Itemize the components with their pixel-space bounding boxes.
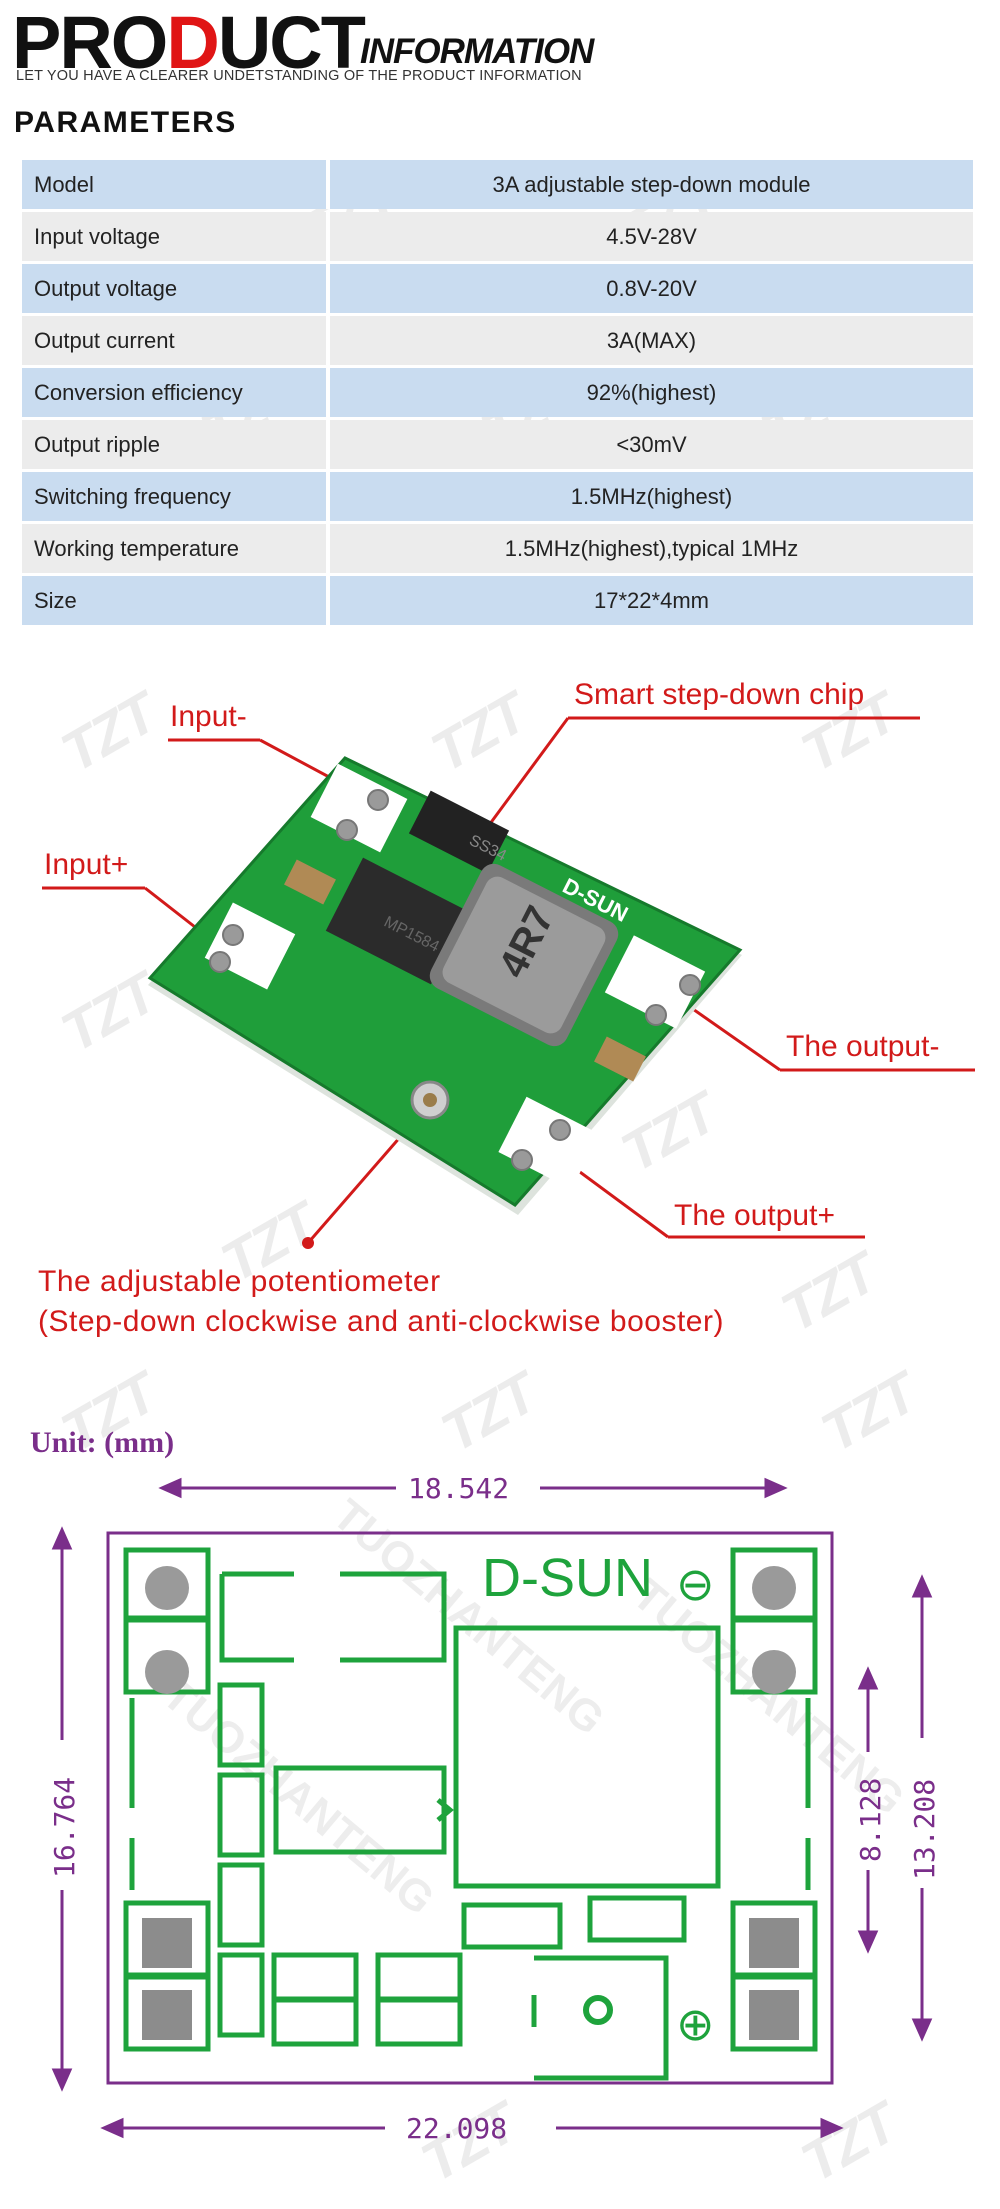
param-value: 4.5V-28V [326, 212, 973, 261]
brand-title-part: UCT [217, 1, 366, 84]
dimension-values: 18.542 22.098 16.764 8.128 13.208 [48, 1472, 941, 2145]
watermark-text: TZT [810, 1361, 926, 1464]
pot-pad [583, 1995, 613, 2025]
callout-input-minus: Input- [170, 700, 247, 733]
tagline: LET YOU HAVE A CLEARER UNDETSTANDING OF … [16, 68, 582, 84]
board-silkscreen [123, 1547, 818, 2081]
param-name: Conversion efficiency [22, 368, 326, 417]
potentiometer-title: The adjustable potentiometer [38, 1265, 441, 1298]
drawing-board-label: D-SUN [482, 1548, 653, 1608]
param-name: Size [22, 576, 326, 625]
product-header: PRODUCT INFORMATION LET YOU HAVE A CLEAR… [10, 4, 1000, 90]
watermark-text: TZT [410, 2091, 526, 2194]
param-value: <30mV [326, 420, 973, 469]
minus-symbol: ⊖ [676, 1557, 715, 1611]
dim-height-right-outer: 13.208 [908, 1779, 941, 1880]
param-value: 0.8V-20V [326, 264, 973, 313]
param-name: Switching frequency [22, 472, 326, 521]
callout-potentiometer: The adjustable potentiometer (Step-down … [38, 1262, 724, 1342]
param-name: Output voltage [22, 264, 326, 313]
potentiometer-note: (Step-down clockwise and anti-clockwise … [38, 1305, 724, 1338]
svg-text:TUOZHANTENG: TUOZHANTENG [624, 1570, 914, 1824]
pcb-board: SS34 MP1584 4R7 D-SUN [147, 756, 743, 1215]
param-name: Output current [22, 316, 326, 365]
board-photo-illustration: SS34 MP1584 4R7 D-SUN [42, 716, 975, 1249]
table-row: Output ripple<30mV [22, 420, 973, 469]
watermark-text: TZT [790, 2091, 906, 2194]
brand-title: PRODUCT [12, 1, 366, 84]
watermark-text: TZT [50, 1361, 166, 1464]
param-value: 1.5MHz(highest) [326, 472, 973, 521]
callout-output-minus: The output- [786, 1030, 940, 1063]
plus-symbol: ⊕ [676, 1997, 715, 2051]
callout-input-plus: Input+ [44, 848, 129, 881]
brand-subtitle: INFORMATION [360, 32, 594, 71]
callout-output-plus: The output+ [674, 1199, 835, 1232]
param-value: 92%(highest) [326, 368, 973, 417]
board-outline [106, 1531, 834, 2085]
parameters-heading: PARAMETERS [14, 106, 237, 139]
brand-title-accent: D [166, 1, 219, 84]
param-value: 1.5MHz(highest),typical 1MHz [326, 524, 973, 573]
svg-text:TUOZHANTENG: TUOZHANTENG [154, 1670, 444, 1924]
param-name: Output ripple [22, 420, 326, 469]
dim-height-right-inner: 8.128 [854, 1778, 887, 1862]
dim-width-top: 18.542 [408, 1472, 509, 1505]
param-value: 3A adjustable step-down module [326, 160, 973, 209]
board-square-pads [142, 1918, 799, 2040]
svg-text:TUOZHANTENG: TUOZHANTENG [324, 1490, 614, 1744]
param-name: Input voltage [22, 212, 326, 261]
watermark-text: TZT [430, 1361, 546, 1464]
dimension-lines [51, 1477, 933, 2139]
param-name: Working temperature [22, 524, 326, 573]
board-round-pads [145, 1566, 796, 1694]
brand-title-part: PRO [12, 1, 168, 84]
param-value: 3A(MAX) [326, 316, 973, 365]
dim-height-left: 16.764 [48, 1777, 81, 1878]
drawing-watermark: TUOZHANTENG TUOZHANTENG TUOZHANTENG [154, 1490, 914, 1924]
param-name: Model [22, 160, 326, 209]
param-value: 17*22*4mm [326, 576, 973, 625]
callout-chip: Smart step-down chip [574, 678, 865, 711]
